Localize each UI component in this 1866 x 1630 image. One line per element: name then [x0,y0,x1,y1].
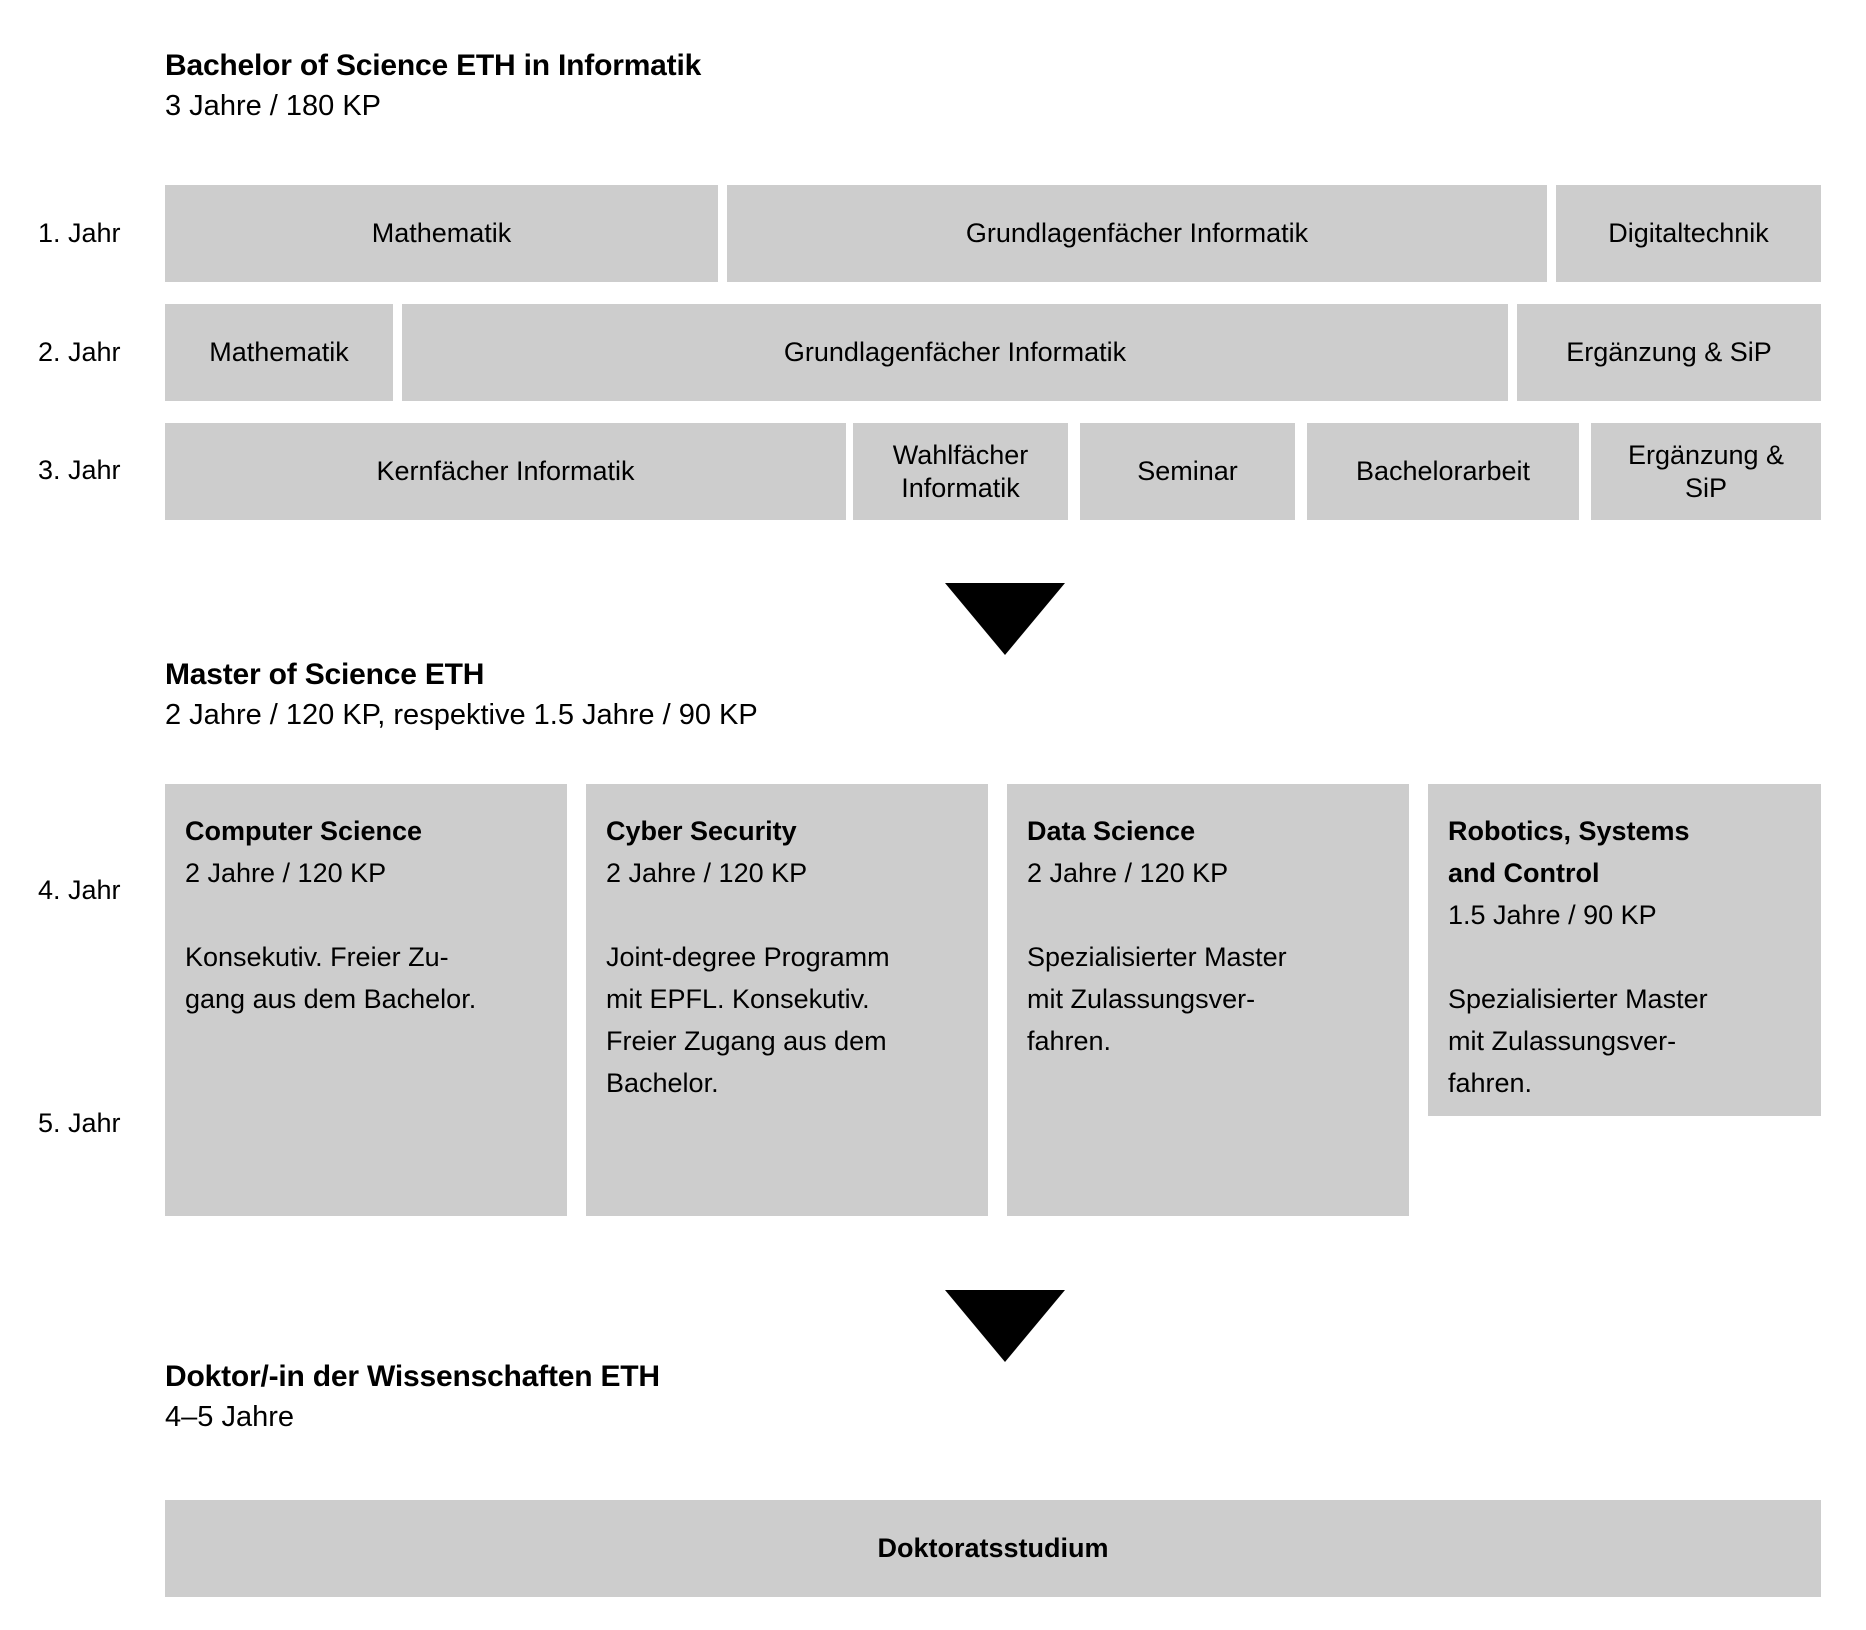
master-card-description: Spezialisierter Master mit Zulassungsver… [1448,984,1708,1098]
spacer [185,894,547,936]
doctorate-title: Doktor/-in der Wissenschaften ETH [165,1360,660,1393]
bachelor-block-mathematik-y2[interactable]: Mathematik [165,304,393,401]
doctorate-bar[interactable]: Doktoratsstudium [165,1500,1821,1597]
master-card-description: Joint-degree Programm mit EPFL. Konsekut… [606,942,890,1098]
bachelor-block-ergaenzung-sip-y2[interactable]: Ergänzung & SiP [1517,304,1821,401]
spacer [1027,894,1389,936]
bachelor-block-mathematik-y1[interactable]: Mathematik [165,185,718,282]
year-label-1: 1. Jahr [38,218,121,248]
master-card-robotics-systems-and-control[interactable]: Robotics, Systems and Control 1.5 Jahre … [1428,784,1821,1116]
master-card-computer-science[interactable]: Computer Science 2 Jahre / 120 KP Konsek… [165,784,567,1216]
master-card-title: Robotics, Systems and Control [1448,816,1690,888]
master-card-duration: 2 Jahre / 120 KP [185,858,387,888]
bachelor-block-seminar-y3[interactable]: Seminar [1080,423,1295,520]
spacer [1448,936,1801,978]
master-card-title: Computer Science [185,816,423,846]
master-card-cyber-security[interactable]: Cyber Security 2 Jahre / 120 KP Joint-de… [586,784,988,1216]
master-subtitle: 2 Jahre / 120 KP, respektive 1.5 Jahre /… [165,699,758,731]
master-title: Master of Science ETH [165,658,485,691]
bachelor-block-bachelorarbeit-y3[interactable]: Bachelorarbeit [1307,423,1579,520]
bachelor-subtitle: 3 Jahre / 180 KP [165,90,382,122]
bachelor-block-digitaltechnik-y1[interactable]: Digitaltechnik [1556,185,1821,282]
bachelor-block-grundlagenfaecher-y1[interactable]: Grundlagenfächer Informatik [727,185,1547,282]
doctorate-section-heading: Doktor/-in der Wissenschaften ETH 4–5 Ja… [165,1357,660,1437]
year-label-4: 4. Jahr [38,875,121,905]
triangle-down-icon-master-to-doctorate [945,1290,1065,1362]
bachelor-section-heading: Bachelor of Science ETH in Informatik 3 … [165,46,701,126]
master-card-duration: 2 Jahre / 120 KP [606,858,808,888]
year-label-5: 5. Jahr [38,1108,121,1138]
bachelor-block-wahlfaecher-y3[interactable]: Wahlfächer Informatik [853,423,1068,520]
master-card-description: Spezialisierter Master mit Zulassungsver… [1027,942,1287,1056]
master-card-duration: 1.5 Jahre / 90 KP [1448,900,1657,930]
doctorate-subtitle: 4–5 Jahre [165,1401,294,1433]
year-label-2: 2. Jahr [38,337,121,367]
master-card-data-science[interactable]: Data Science 2 Jahre / 120 KP Spezialisi… [1007,784,1409,1216]
master-card-title: Data Science [1027,816,1196,846]
year-label-3: 3. Jahr [38,455,121,485]
bachelor-title: Bachelor of Science ETH in Informatik [165,49,702,82]
master-card-title: Cyber Security [606,816,797,846]
master-card-description: Konsekutiv. Freier Zu- gang aus dem Bach… [185,942,477,1014]
master-card-duration: 2 Jahre / 120 KP [1027,858,1229,888]
bachelor-block-ergaenzung-sip-y3[interactable]: Ergänzung & SiP [1591,423,1821,520]
master-section-heading: Master of Science ETH 2 Jahre / 120 KP, … [165,655,758,735]
bachelor-block-kernfaecher-y3[interactable]: Kernfächer Informatik [165,423,846,520]
bachelor-block-grundlagenfaecher-y2[interactable]: Grundlagenfächer Informatik [402,304,1508,401]
spacer [606,894,968,936]
triangle-down-icon-bachelor-to-master [945,583,1065,655]
